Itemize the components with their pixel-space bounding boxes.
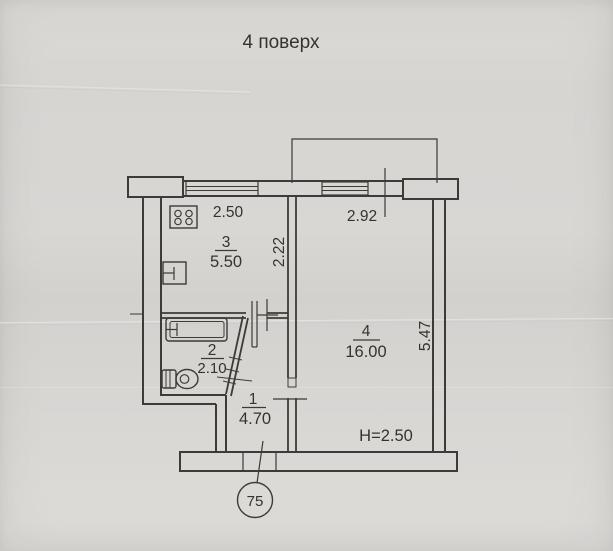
- exterior-right-wall: [432, 199, 446, 452]
- apartment-number: 75: [247, 493, 264, 510]
- exterior-left-wall: [130, 197, 227, 452]
- door-opening-living-room: [273, 377, 307, 400]
- bathtub-icon: [165, 317, 228, 342]
- room-label-hallway: 1 4.70: [239, 391, 271, 428]
- room-number: 4: [362, 323, 371, 340]
- stove-icon: [169, 205, 198, 229]
- dimension-kitchen-depth: 2.22: [271, 237, 288, 267]
- exterior-top-wall: [127, 168, 459, 217]
- entrance-door: [242, 452, 277, 471]
- balcony-outline: [291, 138, 438, 183]
- room-label-kitchen: 3 5.50: [210, 234, 242, 271]
- ceiling-height-label: H=2.50: [359, 427, 413, 445]
- apartment-number-badge: 75: [236, 440, 274, 519]
- sink-icon: [162, 261, 187, 285]
- dimension-kitchen-width: 2.50: [213, 204, 244, 221]
- room-area: 4.70: [239, 410, 271, 428]
- exterior-bottom-wall: [179, 451, 458, 472]
- window-symbol-living-room: [321, 181, 369, 196]
- toilet-icon: [161, 368, 199, 390]
- window-symbol-kitchen: [185, 180, 259, 197]
- room-area: 16.00: [345, 343, 386, 361]
- room-area: 5.50: [210, 253, 242, 271]
- door-opening-bathroom: [216, 356, 253, 385]
- room-label-living-room: 4 16.00: [345, 323, 386, 361]
- dimension-living-room-depth: 5.47: [417, 321, 434, 351]
- room-number: 1: [249, 391, 258, 408]
- dimension-living-room-width: 2.92: [347, 208, 377, 225]
- page-title: 4 поверх: [242, 32, 320, 53]
- room-label-bathroom: 2 2.10: [197, 342, 226, 377]
- interior-wall-living-room: [287, 196, 297, 452]
- interior-wall-bathroom-slanted: [225, 315, 249, 397]
- room-number: 3: [222, 234, 231, 251]
- door-opening-kitchen: [251, 299, 278, 348]
- room-number: 2: [208, 342, 217, 359]
- room-area: 2.10: [197, 360, 226, 377]
